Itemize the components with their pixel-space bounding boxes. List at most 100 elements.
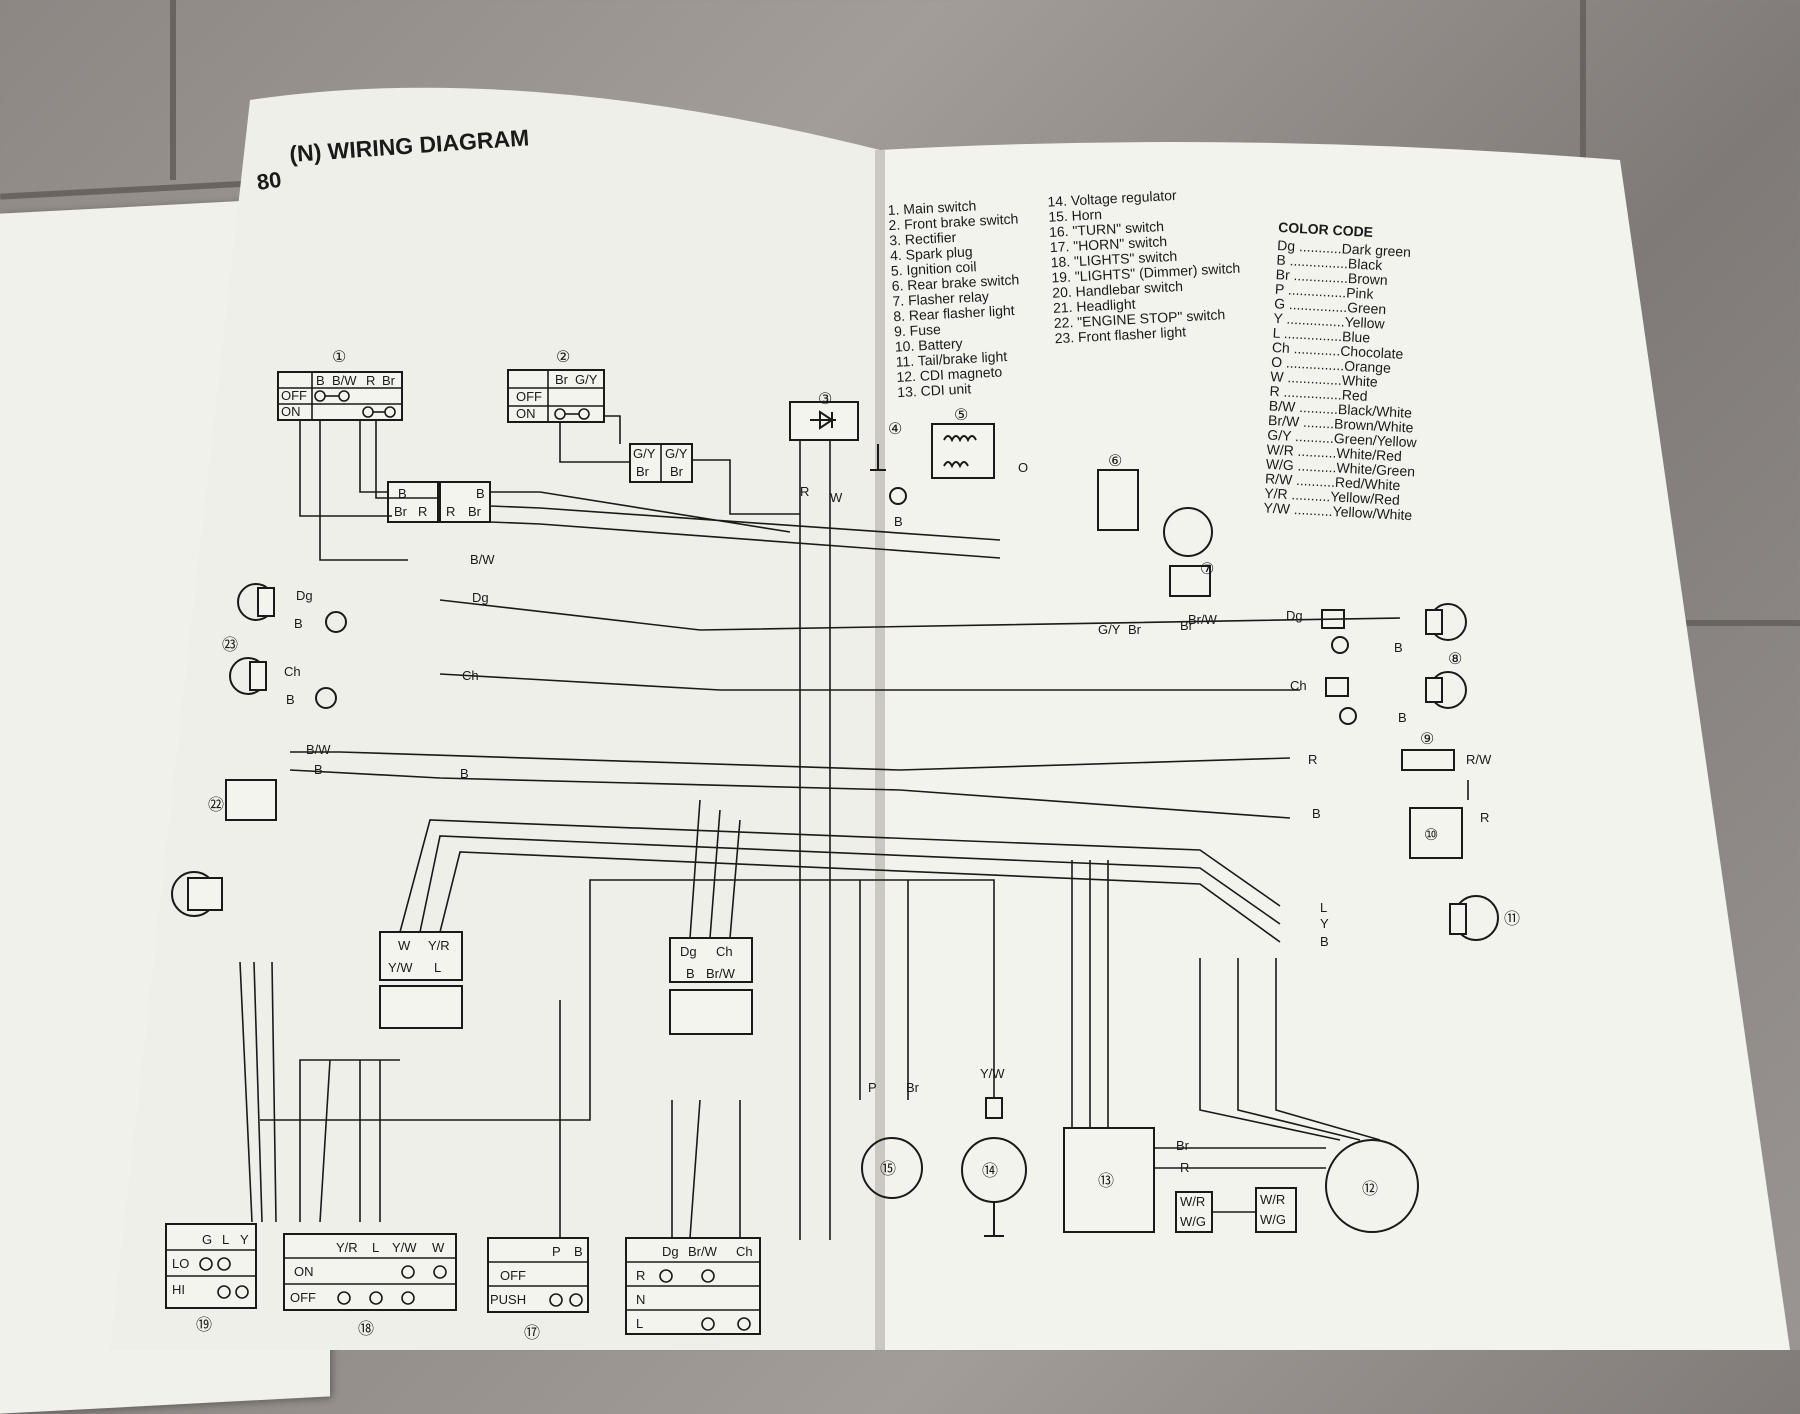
rect-r: R: [800, 484, 809, 499]
component-legend-item: 5. Ignition coil: [891, 258, 977, 278]
brake-col-gy: G/Y: [575, 372, 598, 387]
dim-col-l: L: [222, 1232, 229, 1247]
callout-14: ⑭: [982, 1162, 998, 1180]
component-legend-item: 14. Voltage regulator: [1047, 187, 1177, 210]
hc-yw: Y/W: [388, 960, 413, 975]
component-legend-item: 15. Horn: [1048, 206, 1102, 225]
horn-switch-table: P B OFF PUSH: [487, 1237, 589, 1313]
diagram-title-prefix: 80: [255, 167, 283, 195]
mag-wr: W/R: [1260, 1192, 1285, 1207]
ls-row-off: OFF: [290, 1290, 316, 1305]
rf-dg: Dg: [1286, 608, 1303, 623]
component-legend-item: 7. Flasher relay: [892, 288, 989, 309]
component-legend-item: 23. Front flasher light: [1054, 323, 1186, 346]
tl-b: B: [1320, 934, 1329, 949]
hc-l: L: [434, 960, 441, 975]
es-bw: B/W: [306, 742, 331, 757]
plug-b: B: [894, 514, 903, 529]
rbs-br: Br: [1128, 622, 1142, 637]
ts-row-l: L: [636, 1316, 643, 1331]
ts-col-dg: Dg: [662, 1244, 679, 1259]
horn-br: Br: [906, 1080, 920, 1095]
conn-b: B: [398, 486, 407, 501]
fr-brw: Br/W: [1188, 612, 1218, 627]
main-row-on: ON: [281, 404, 301, 419]
gy-a: G/Y: [633, 446, 656, 461]
color-code-item: Y/R ..........Yellow/Red: [1264, 485, 1400, 508]
conn-b2: B: [476, 486, 485, 501]
main-switch-table: B B/W R Br OFF ON: [277, 371, 403, 421]
ls-row-on: ON: [294, 1264, 314, 1279]
color-code-title: COLOR CODE: [1278, 219, 1374, 240]
callout-23: ㉓: [222, 636, 238, 654]
callout-18: ⑱: [358, 1320, 374, 1338]
ts-col-brw: Br/W: [688, 1244, 718, 1259]
brake-col-br: Br: [555, 372, 569, 387]
main-col-bw: B/W: [332, 373, 357, 388]
conn-r: R: [418, 504, 427, 519]
ls-col-l: L: [372, 1240, 379, 1255]
tc-ch: Ch: [716, 944, 733, 959]
component-legend-item: 18. "LIGHTS" switch: [1050, 248, 1177, 271]
horn-p: P: [868, 1080, 877, 1095]
gy-b: G/Y: [665, 446, 688, 461]
callout-1: ①: [332, 349, 346, 366]
color-code-item: R/W ..........Red/White: [1265, 470, 1401, 493]
color-code-item: Ch ............Chocolate: [1272, 339, 1404, 362]
fuse-r: R: [1308, 752, 1317, 767]
main-col-r: R: [366, 373, 375, 388]
component-legend-item: 8. Rear flasher light: [893, 302, 1015, 324]
callout-11: ⑪: [1504, 910, 1520, 928]
bat-r: R: [1480, 810, 1489, 825]
color-code-item: Y/W ..........Yellow/White: [1263, 499, 1413, 523]
component-legend-item: 20. Handlebar switch: [1052, 278, 1183, 301]
color-code-item: G/Y ..........Green/Yellow: [1267, 427, 1418, 451]
ls-col-w: W: [432, 1240, 445, 1255]
component-legend-item: 13. CDI unit: [897, 380, 972, 400]
callout-7: ⑦: [1200, 561, 1214, 578]
color-code-item: B/W ..........Black/White: [1268, 397, 1412, 420]
dim-col-g: G: [202, 1232, 212, 1247]
color-code-item: W/G ..........White/Green: [1265, 456, 1415, 480]
ff-dg1: Dg: [296, 588, 313, 603]
main-col-b: B: [316, 373, 325, 388]
bat-b: B: [1312, 806, 1321, 821]
callout-5: ⑤: [954, 407, 968, 424]
callout-15: ⑮: [880, 1160, 896, 1178]
tc-dg: Dg: [680, 944, 697, 959]
dim-col-y: Y: [240, 1232, 249, 1247]
cdi-wr: W/R: [1180, 1194, 1205, 1209]
ff-b2: B: [286, 692, 295, 707]
color-code-item: Br ..............Brown: [1275, 266, 1388, 288]
brake-row-on: ON: [516, 406, 536, 421]
component-legend-item: 11. Tail/brake light: [895, 348, 1007, 370]
main-row-off: OFF: [281, 388, 307, 403]
ff-dg2: Dg: [472, 590, 489, 605]
coil-o: O: [1018, 460, 1028, 475]
fuse-rw: R/W: [1466, 752, 1492, 767]
tl-y: Y: [1320, 916, 1329, 931]
cdi-wg: W/G: [1180, 1214, 1206, 1229]
hc-w: W: [398, 938, 411, 953]
dim-row-hi: HI: [172, 1282, 185, 1297]
rf-b2: B: [1398, 710, 1407, 725]
component-legend-item: 1. Main switch: [887, 197, 976, 218]
br-a: Br: [636, 464, 650, 479]
component-legend-item: 6. Rear brake switch: [891, 271, 1019, 294]
ts-col-ch: Ch: [736, 1244, 753, 1259]
callout-22: ㉒: [208, 796, 224, 814]
lights-switch-table: Y/R L Y/W W ON OFF: [283, 1233, 457, 1311]
color-code-item: Br/W ........Brown/White: [1268, 412, 1414, 436]
component-legend-item: 17. "HORN" switch: [1049, 233, 1167, 255]
color-code-item: O ...............Orange: [1271, 354, 1392, 376]
component-legend-item: 16. "TURN" switch: [1049, 218, 1165, 240]
ls-col-yr: Y/R: [336, 1240, 358, 1255]
brake-row-off: OFF: [516, 389, 542, 404]
vr-yw: Y/W: [980, 1066, 1005, 1081]
color-code-item: G ...............Green: [1274, 295, 1387, 317]
color-code-item: B ...............Black: [1276, 252, 1383, 274]
hc-yr: Y/R: [428, 938, 450, 953]
callout-10: ⑩: [1424, 827, 1438, 844]
